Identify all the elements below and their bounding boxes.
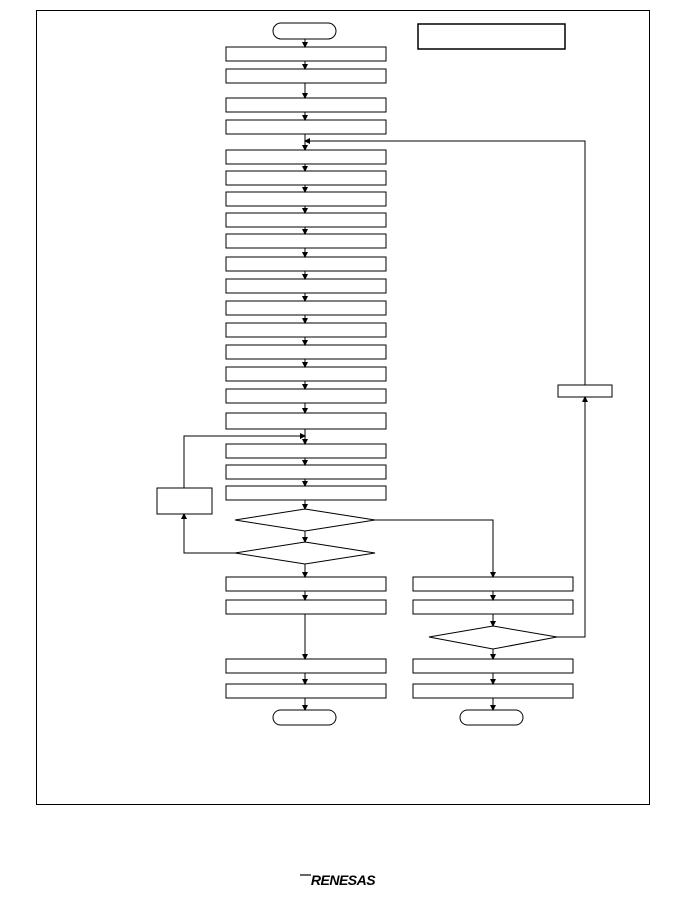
title-box xyxy=(417,23,566,50)
process-box xyxy=(225,256,387,272)
process-box xyxy=(225,344,387,360)
process-box xyxy=(225,412,387,430)
process-box xyxy=(225,464,387,480)
end-terminator-left xyxy=(272,709,337,726)
process-box xyxy=(225,212,387,228)
process-box xyxy=(225,658,387,674)
retry-process-box xyxy=(557,384,613,398)
process-box xyxy=(225,576,387,592)
process-box xyxy=(412,658,574,674)
left-loop-connectors xyxy=(181,433,306,554)
process-box xyxy=(225,366,387,382)
process-box xyxy=(225,170,387,186)
renesas-logo: RENESAS xyxy=(300,872,377,888)
main-process-boxes xyxy=(225,46,387,699)
start-terminator xyxy=(272,22,337,40)
decision-3 xyxy=(428,625,558,650)
process-box xyxy=(225,149,387,165)
process-box xyxy=(412,599,574,615)
process-box xyxy=(225,119,387,135)
process-box xyxy=(225,191,387,207)
end-terminator-right xyxy=(459,709,524,726)
process-box xyxy=(412,683,574,699)
page-frame xyxy=(36,10,650,805)
decision-1 xyxy=(234,508,376,532)
process-box xyxy=(225,322,387,338)
process-box xyxy=(225,388,387,404)
process-box xyxy=(225,300,387,316)
logo-text: RENESAS xyxy=(311,872,376,888)
process-box xyxy=(225,68,387,84)
right-branch-connectors xyxy=(375,519,496,711)
decision-2 xyxy=(234,541,376,565)
process-box xyxy=(225,97,387,113)
process-box xyxy=(225,46,387,62)
process-box xyxy=(225,599,387,615)
process-box xyxy=(225,443,387,459)
process-box xyxy=(225,233,387,249)
loop-process-box xyxy=(156,487,213,515)
process-box xyxy=(412,576,574,592)
branch-process-boxes xyxy=(412,576,574,699)
process-box xyxy=(225,485,387,501)
process-box xyxy=(225,278,387,294)
return-loop-connectors xyxy=(304,138,588,638)
process-box xyxy=(225,683,387,699)
